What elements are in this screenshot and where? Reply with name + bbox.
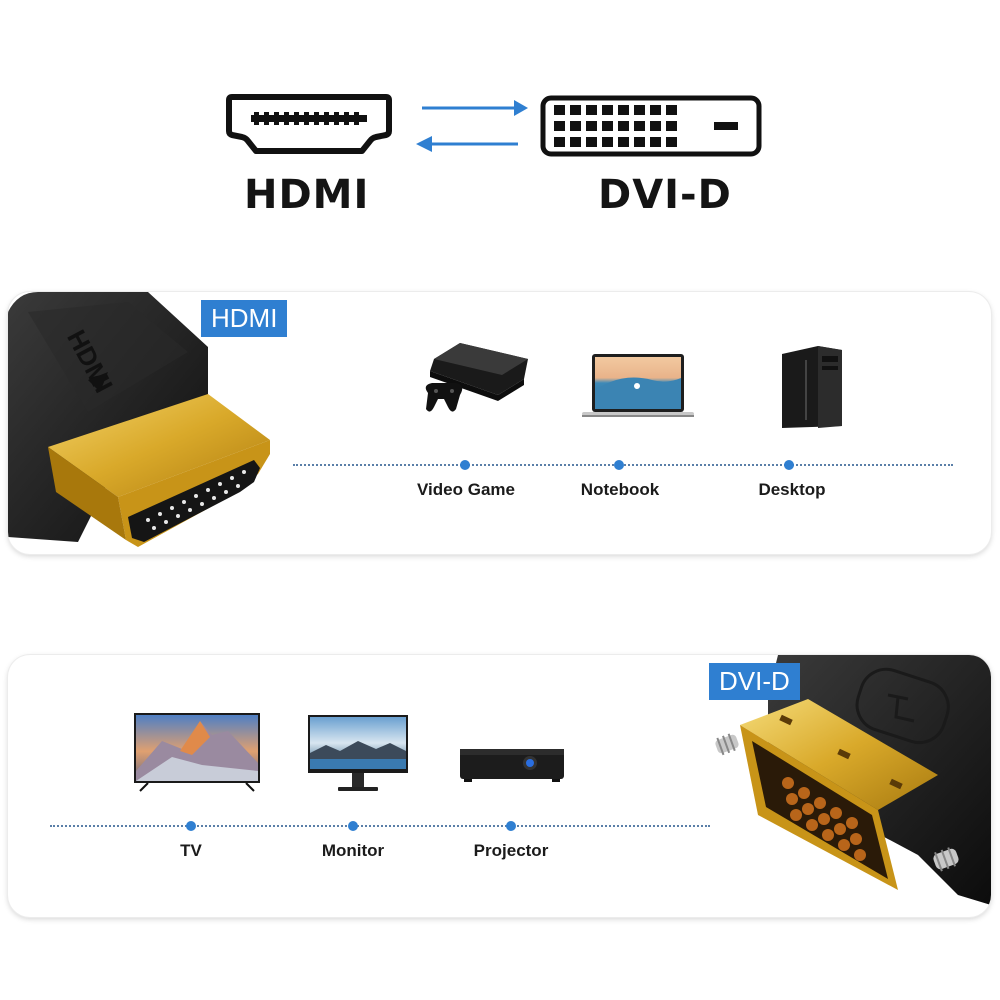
timeline-dot bbox=[784, 460, 794, 470]
dvi-badge: DVI-D bbox=[709, 663, 800, 700]
monitor-icon bbox=[308, 715, 408, 791]
hdmi-plug-icon: HDMI bbox=[8, 292, 270, 547]
desktop-tower-icon bbox=[782, 346, 842, 428]
dvi-title: DVI-D bbox=[598, 172, 732, 218]
laptop-icon bbox=[582, 354, 694, 417]
compatibility-header: HDMI DVI-D bbox=[0, 0, 1000, 260]
dvi-plug-icon bbox=[715, 655, 991, 905]
game-console-icon bbox=[425, 343, 528, 412]
timeline-dot bbox=[348, 821, 358, 831]
timeline-dot bbox=[614, 460, 624, 470]
bidirectional-arrows-icon bbox=[416, 100, 528, 152]
device-label-desktop: Desktop bbox=[758, 480, 826, 499]
timeline-dot bbox=[460, 460, 470, 470]
device-label-monitor: Monitor bbox=[321, 841, 385, 860]
device-label-notebook: Notebook bbox=[580, 480, 660, 499]
dvi-display-devices-card: TV Monitor Projector bbox=[8, 655, 991, 917]
device-label-tv: TV bbox=[180, 841, 202, 860]
dvi-timeline-divider bbox=[50, 825, 710, 827]
hdmi-source-devices-card: HDMI HDMI bbox=[8, 292, 991, 554]
tv-icon bbox=[134, 713, 260, 792]
hdmi-title: HDMI bbox=[244, 172, 370, 218]
projector-icon bbox=[460, 749, 564, 782]
device-label-projector: Projector bbox=[473, 841, 549, 860]
device-label-video-game: Video Game bbox=[417, 480, 515, 499]
timeline-dot bbox=[186, 821, 196, 831]
dvi-port-icon bbox=[540, 95, 762, 157]
hdmi-badge: HDMI bbox=[201, 300, 288, 337]
hdmi-port-icon bbox=[226, 94, 392, 154]
timeline-dot bbox=[506, 821, 516, 831]
